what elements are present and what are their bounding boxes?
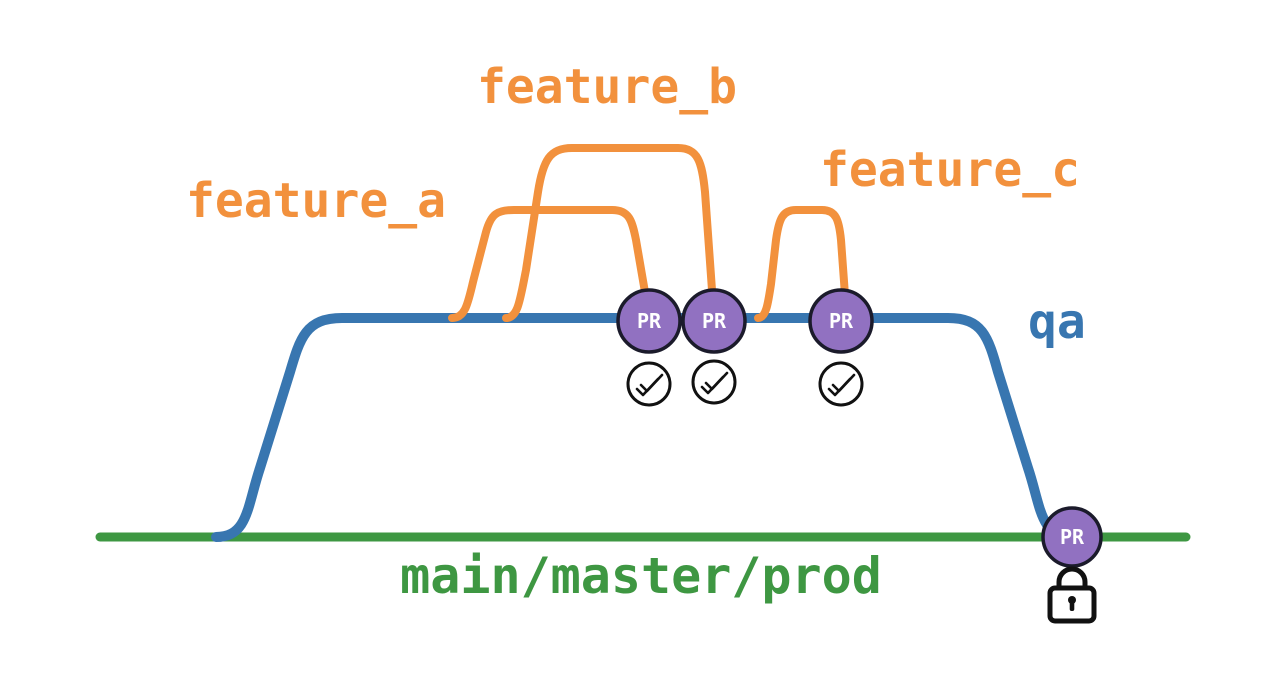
pr-badge-circle (808, 288, 874, 354)
pr-badge-label: PR (637, 309, 662, 333)
pr-badge-circle (1041, 506, 1103, 568)
pr-badge-circle (681, 288, 747, 354)
feature-a-label: feature_a (186, 173, 446, 229)
main-branch-label: main/master/prod (400, 547, 882, 605)
pr-badge-qa-to-main: PR (1041, 506, 1103, 568)
pr-badge-label: PR (829, 309, 854, 333)
check-stroke (704, 371, 729, 391)
lock-keyhole-slot (1069, 601, 1075, 611)
pr-badge-feature-b: PR (681, 288, 747, 354)
double-check-icon (626, 361, 672, 407)
pr-badge-circle (616, 288, 682, 354)
lock-shackle (1056, 566, 1088, 590)
qa-label: qa (1028, 294, 1086, 350)
feature-b-label: feature_b (477, 59, 737, 115)
lock-icon (1047, 566, 1097, 624)
check-stroke (831, 373, 856, 393)
feature-b-branch-line (502, 144, 719, 322)
pr-badge-label: PR (702, 309, 727, 333)
feature-c-label: feature_c (820, 142, 1080, 198)
double-check-icon (818, 361, 864, 407)
check-circle (818, 361, 864, 407)
pr-badge-feature-a: PR (616, 288, 682, 354)
pr-badge-feature-c: PR (808, 288, 874, 354)
pr-badge-label: PR (1060, 525, 1085, 549)
check-stroke (639, 373, 664, 393)
double-check-icon (691, 359, 737, 405)
check-circle (691, 359, 737, 405)
feature-a-branch-line (448, 206, 656, 322)
check-circle (626, 361, 672, 407)
